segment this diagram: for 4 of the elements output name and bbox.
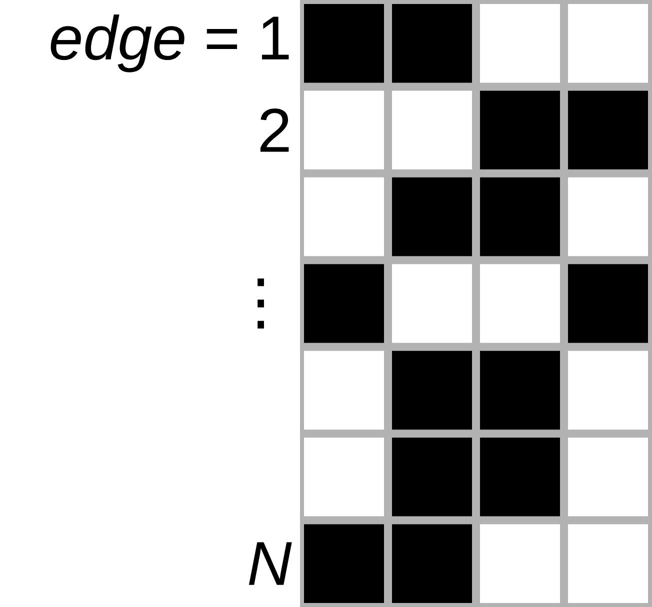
row-label: edge = 1 [50, 14, 289, 72]
row-label: 2 [260, 108, 289, 152]
row-label: N [248, 542, 292, 585]
row-label: ⋮ [258, 278, 264, 329]
